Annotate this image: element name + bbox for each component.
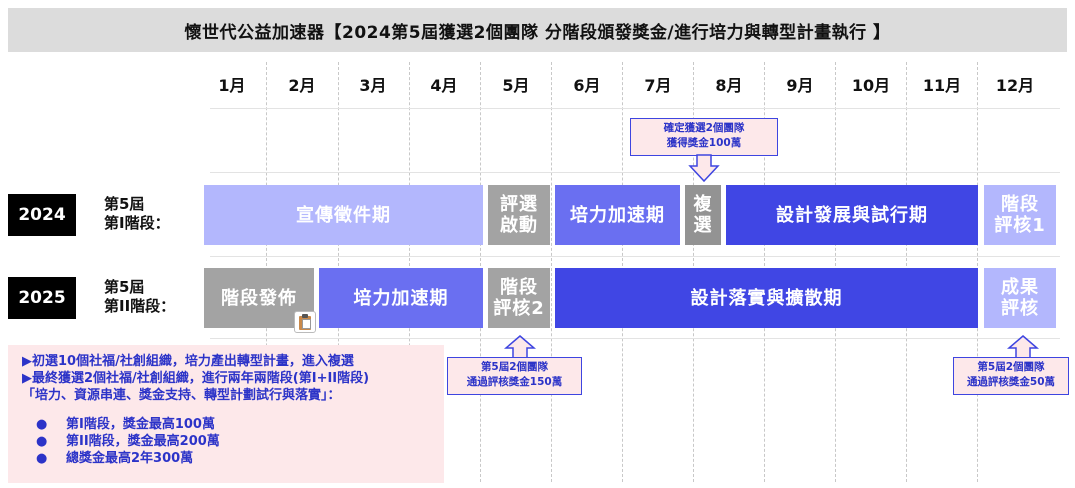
grid-line xyxy=(210,256,1060,257)
grid-line xyxy=(210,108,1060,109)
month-label: 10月 xyxy=(851,76,891,95)
bullet-text: 第I階段，獎金最高100萬 xyxy=(66,417,215,432)
month-label: 2月 xyxy=(288,76,316,95)
bullet-item: ● 第II階段，獎金最高200萬 xyxy=(22,433,444,450)
grid-line xyxy=(210,172,1060,173)
year-label-2025: 2025 xyxy=(8,277,76,319)
phase-bar: 成果 評核 xyxy=(984,268,1056,328)
month-label: 9月 xyxy=(786,76,814,95)
stage-line: 第I階段： xyxy=(104,214,170,232)
notes-line: ▶初選10個社福/社創組織，培力產出轉型計畫，進入複選 xyxy=(22,354,354,369)
bullet-item: ● 總獎金最高2年300萬 xyxy=(22,450,444,467)
bullet-icon: ● xyxy=(36,417,48,432)
callout-line: 第5屆2個團隊 xyxy=(977,361,1045,373)
bullet-icon: ● xyxy=(36,451,48,466)
down-arrow-outline-icon xyxy=(688,154,720,183)
month-label: 3月 xyxy=(359,76,387,95)
month-label: 5月 xyxy=(502,76,530,95)
stage-line: 第5屆 xyxy=(104,195,145,213)
phase-bar: 評選 啟動 xyxy=(488,185,550,245)
callout-selection-award: 確定獲選2個團隊 獲得獎金100萬 xyxy=(630,118,778,156)
phase-bar: 階段 評核2 xyxy=(488,268,550,328)
year-label-2024: 2024 xyxy=(8,194,76,236)
phase-bar: 設計落實與擴散期 xyxy=(555,268,978,328)
phase-bar: 複 選 xyxy=(685,185,721,245)
callout-line: 確定獲選2個團隊 xyxy=(663,122,745,134)
grid-line xyxy=(210,338,1060,339)
bullet-text: 總獎金最高2年300萬 xyxy=(66,451,194,466)
callout-line: 第5屆2個團隊 xyxy=(480,361,549,373)
stage-label-2024: 第5屆 第I階段： xyxy=(104,195,170,233)
stage-line: 第5屆 xyxy=(104,278,145,296)
callout-stage2-award: 第5屆2個團隊 通過評核獎金150萬 xyxy=(447,357,582,395)
stage-label-2025: 第5屆 第II階段： xyxy=(104,278,175,316)
month-label: 11月 xyxy=(922,76,962,95)
page-title: 懷世代公益加速器【2024第5屆獲選2個團隊 分階段頒發獎金/進行培力與轉型計畫… xyxy=(184,22,891,43)
month-label: 7月 xyxy=(644,76,672,95)
month-label: 4月 xyxy=(430,76,458,95)
title-bar: 懷世代公益加速器【2024第5屆獲選2個團隊 分階段頒發獎金/進行培力與轉型計畫… xyxy=(8,8,1067,52)
phase-bar: 階段 評核1 xyxy=(984,185,1056,245)
stage-line: 第II階段： xyxy=(104,297,176,315)
phase-bar: 宣傳徵件期 xyxy=(204,185,483,245)
notes-line: 「培力、資源串連、獎金支持、轉型計劃試行與落實」： xyxy=(22,388,341,403)
month-divider xyxy=(551,62,552,482)
month-label: 12月 xyxy=(995,76,1035,95)
callout-line: 通過評核獎金50萬 xyxy=(966,376,1056,388)
phase-bar: 培力加速期 xyxy=(319,268,483,328)
callout-line: 通過評核獎金150萬 xyxy=(466,376,563,388)
callout-final-award: 第5屆2個團隊 通過評核獎金50萬 xyxy=(953,357,1069,395)
bullet-item: ● 第I階段，獎金最高100萬 xyxy=(22,416,444,433)
phase-bar: 培力加速期 xyxy=(555,185,680,245)
month-label: 6月 xyxy=(573,76,601,95)
callout-line: 獲得獎金100萬 xyxy=(666,137,742,149)
clipboard-icon[interactable] xyxy=(294,311,316,333)
month-label: 8月 xyxy=(715,76,743,95)
month-label: 1月 xyxy=(218,76,246,95)
phase-bar: 設計發展與試行期 xyxy=(726,185,978,245)
bullet-text: 第II階段，獎金最高200萬 xyxy=(66,434,220,449)
bullet-icon: ● xyxy=(36,434,48,449)
notes-line: ▶最終獲選2個社福/社創組織，進行兩年兩階段(第I+II階段) xyxy=(22,371,370,386)
notes-panel: ▶初選10個社福/社創組織，培力產出轉型計畫，進入複選 ▶最終獲選2個社福/社創… xyxy=(8,345,444,483)
